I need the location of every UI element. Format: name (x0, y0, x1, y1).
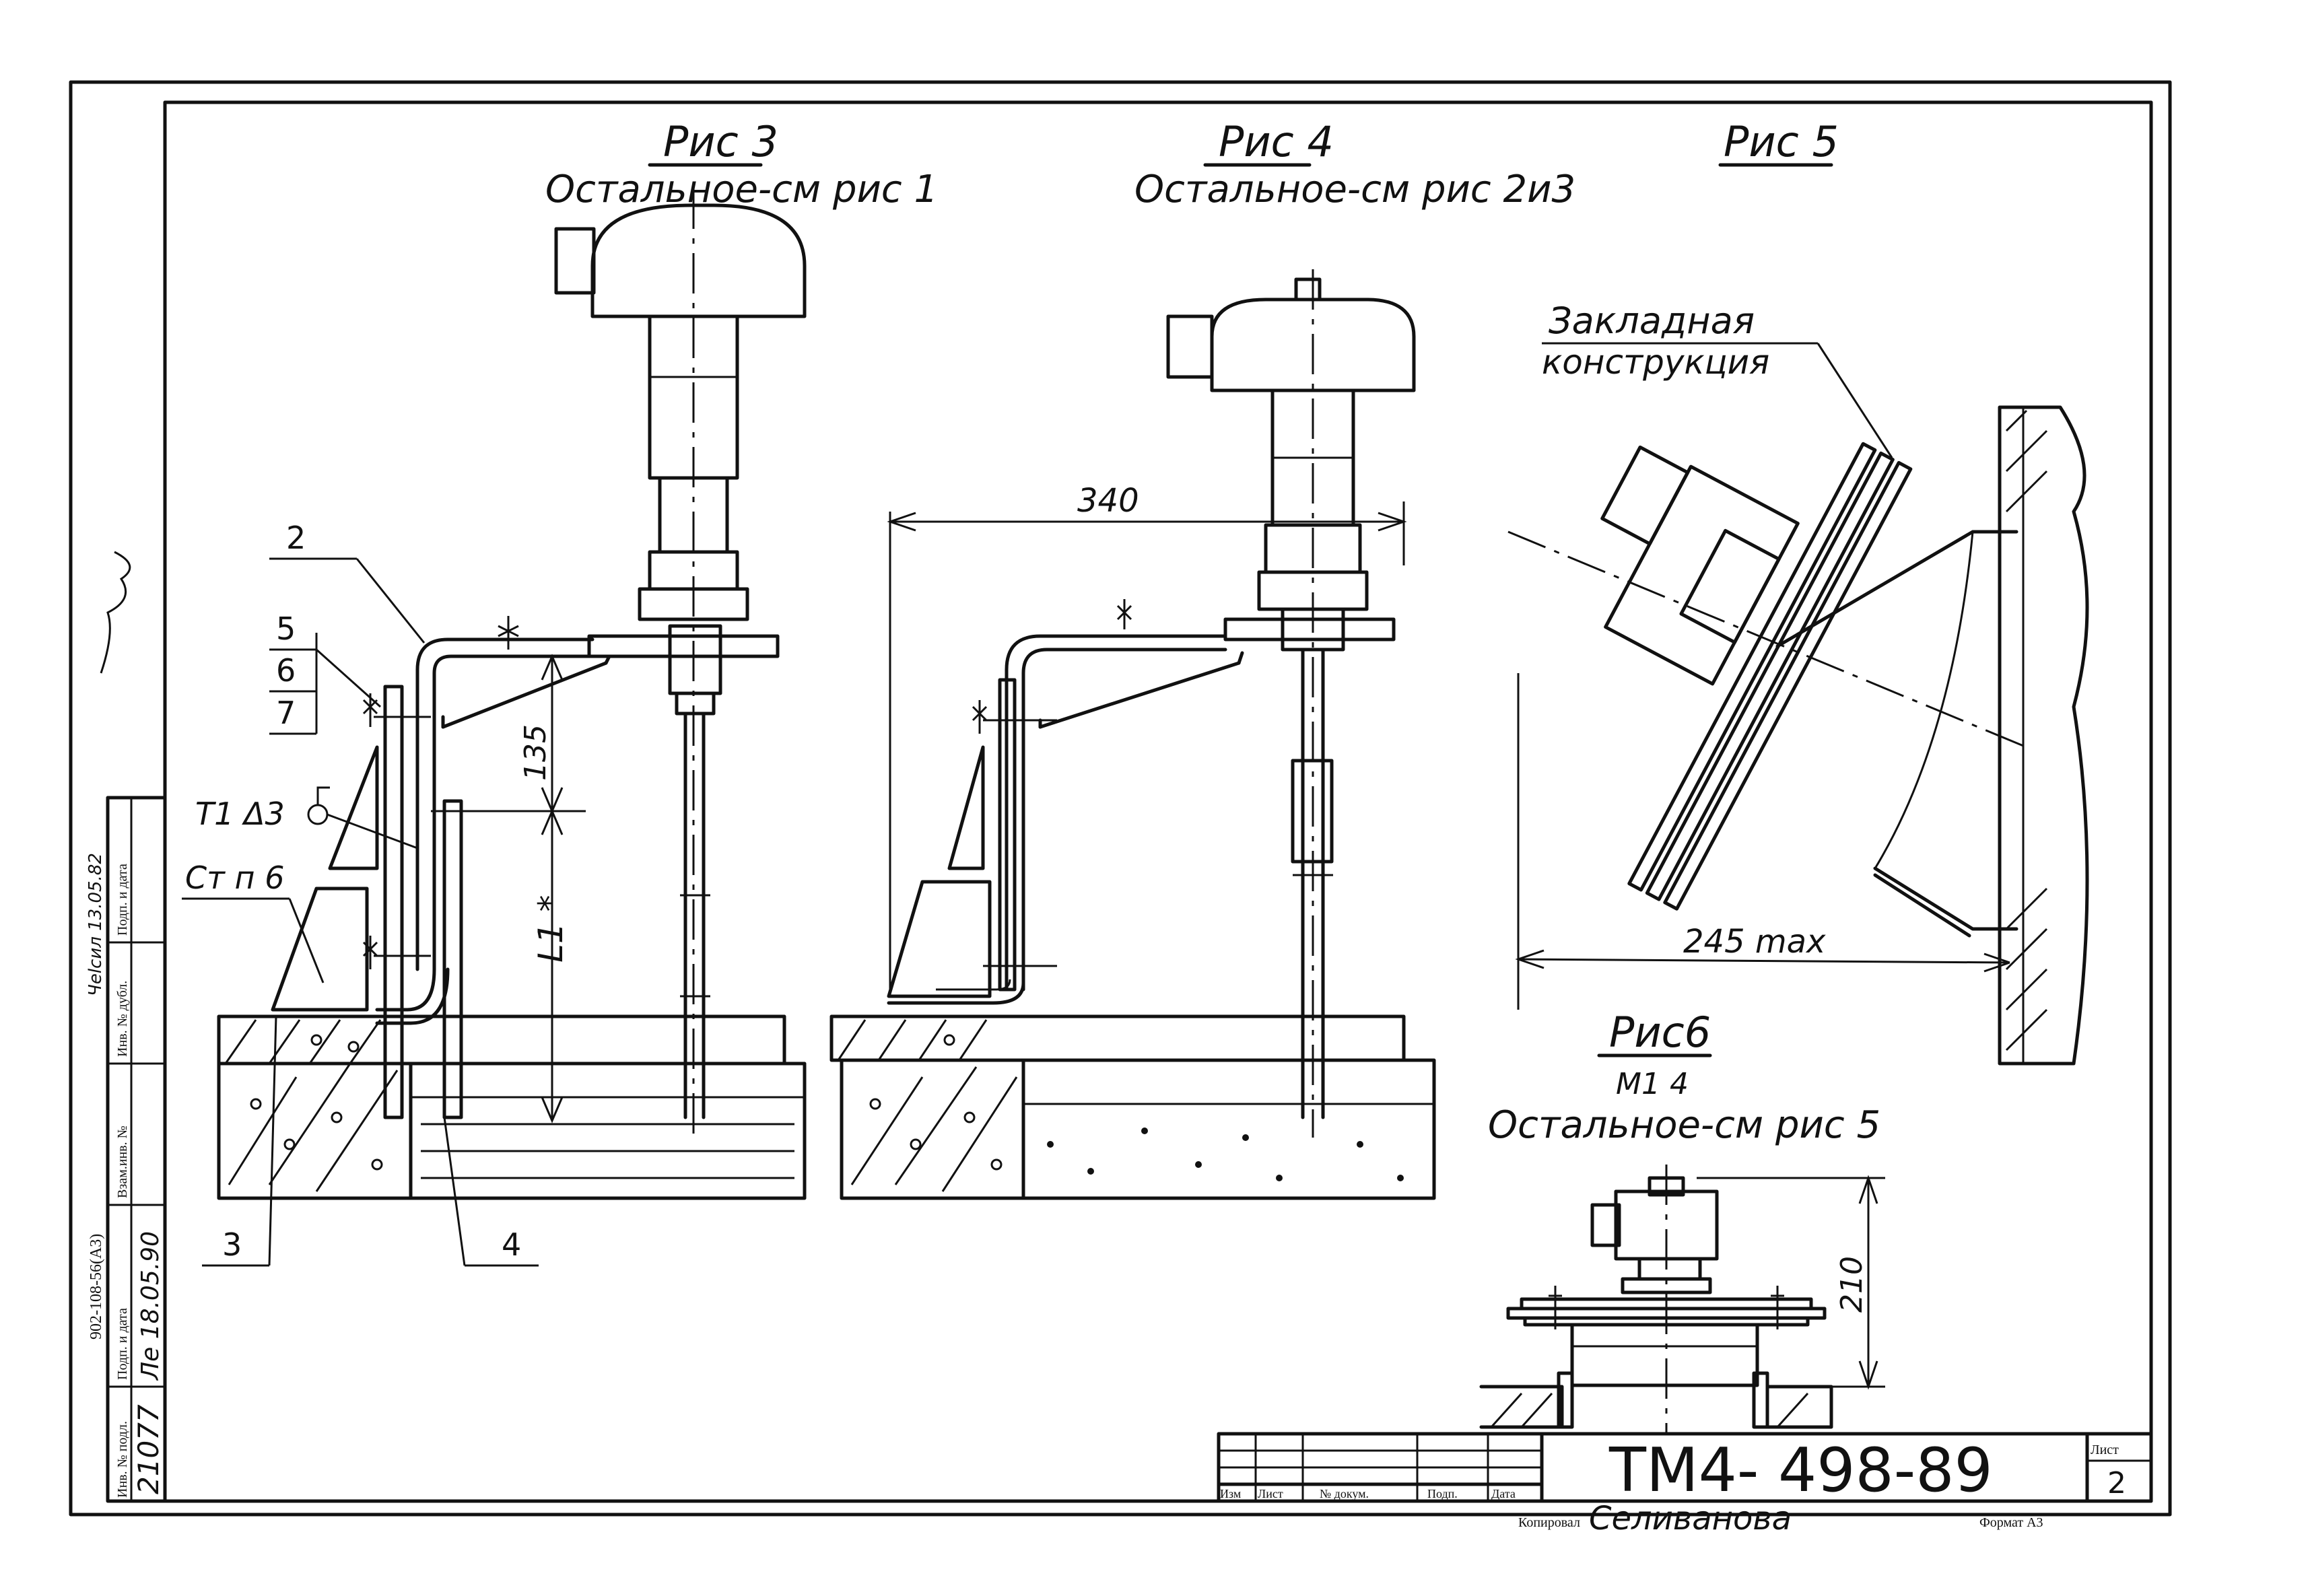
checked-label: Копировал (1518, 1515, 1580, 1530)
figure-3: Рис 3 Остальное-см рис 1 (182, 117, 938, 1267)
callout-3: 3 (222, 1226, 242, 1263)
figure-5: Рис 5 Закладная конструкция 245 max (1507, 117, 2089, 1066)
format-label: Формат А3 (1979, 1515, 2043, 1530)
fig6-scale: М1 4 (1616, 1067, 1689, 1101)
stamp-vzam-inv: Взам.инв. № (115, 1125, 130, 1198)
fig3-floor-slab (217, 1014, 786, 1066)
label-t1: Т1 Δ3 (195, 796, 285, 832)
fig3-flange-plate (587, 634, 780, 658)
sheet-number: 2 (2107, 1466, 2126, 1500)
callout-5: 5 (276, 611, 296, 647)
callout-7: 7 (276, 695, 296, 731)
fig6-title: Рис6 (1609, 1008, 1711, 1057)
stamp-val-inv: 21077 (132, 1404, 165, 1494)
fig3-dim-l1: L1 * (531, 895, 570, 963)
figure-6: Рис6 М1 4 Остальное-см рис 5 210 (1479, 1008, 1885, 1434)
fig4-dim-340: 340 (1077, 482, 1139, 520)
col-list: Лист (1258, 1487, 1283, 1500)
fig3-sensor-head (554, 188, 807, 1138)
fig6-dim-210: 210 (1835, 1256, 1869, 1313)
fig4-sensor-head (1166, 269, 1416, 1138)
col-date: Дата (1491, 1487, 1516, 1500)
fig6-subtitle: Остальное-см рис 5 (1488, 1103, 1880, 1147)
outer-border (69, 80, 2172, 1517)
fig5-dim-245: 245 max (1683, 923, 1826, 961)
title-block: Изм Лист № докум. Подп. Дата ТМ4- 498-89… (1217, 1432, 2153, 1537)
callout-4: 4 (502, 1226, 521, 1263)
label-embedded-2: конструкция (1542, 343, 1769, 382)
stamp-val-date: Ле 18.05.90 (137, 1231, 164, 1381)
stamp-podp-data-2: Подп. и дата (115, 864, 130, 936)
fig5-wall (1998, 405, 2089, 1066)
label-stp: Ст п 6 (185, 860, 285, 896)
fig3-title: Рис 3 (663, 117, 778, 166)
fig4-title: Рис 4 (1219, 117, 1334, 166)
fig4-subtitle: Остальное-см рис 2и3 (1134, 168, 1575, 211)
col-izm: Изм (1220, 1487, 1241, 1500)
stamp-podp-data-1: Подп. и дата (115, 1308, 130, 1380)
signature-mark (100, 551, 131, 674)
col-sign: Подп. (1427, 1487, 1458, 1500)
stamp-inv-dubl: Инв. № дубл. (115, 981, 130, 1057)
fig5-title: Рис 5 (1724, 117, 1839, 166)
fig3-pipe (375, 637, 595, 1025)
label-embedded-1: Закладная (1549, 300, 1755, 342)
side-stamp: Инв. № подл. Подп. и дата Взам.инв. № Ин… (86, 551, 167, 1503)
stamp-val-code: 902-108-56(А3) (88, 1234, 105, 1340)
fig3-dim-135: 135 (518, 724, 553, 781)
doc-number: ТМ4- 498-89 (1608, 1435, 1993, 1506)
callout-6: 6 (276, 652, 296, 689)
stamp-val-dubl: Чеlсил 13.05.82 (86, 853, 106, 996)
stamp-inv-podl: Инв. № подл. (115, 1421, 130, 1498)
callout-2: 2 (286, 520, 306, 556)
fig3-subtitle: Остальное-см рис 1 (545, 168, 938, 211)
col-doc: № докум. (1320, 1487, 1369, 1500)
figure-4: Рис 4 Остальное-см рис 2и3 (829, 117, 1575, 1200)
checked-name: Селиванова (1589, 1500, 1792, 1537)
sheet-label: Лист (2091, 1443, 2119, 1457)
